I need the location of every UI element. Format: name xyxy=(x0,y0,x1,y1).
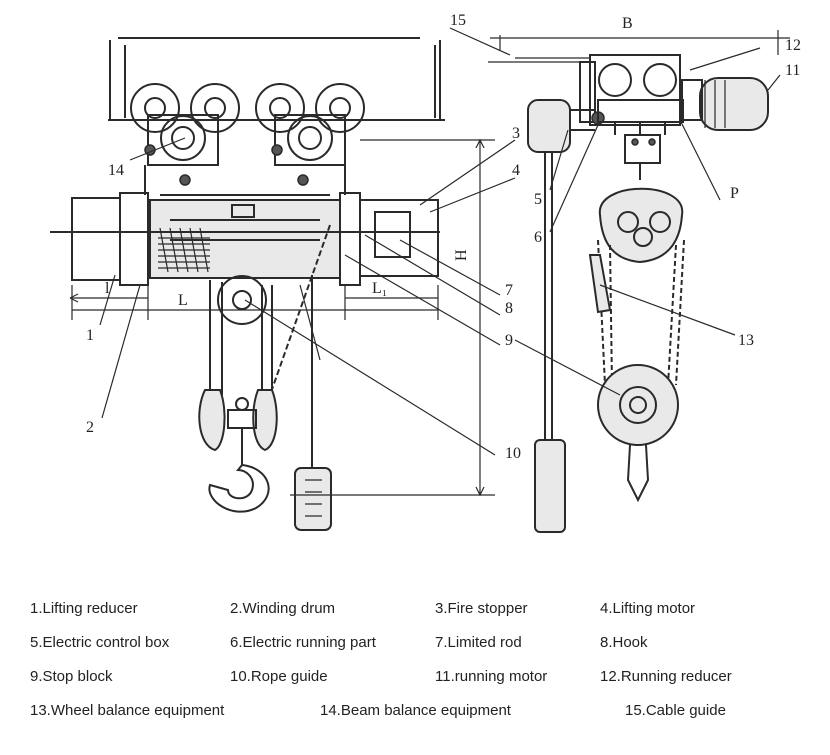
legend-item-wheel-balance-equipment: 13.Wheel balance equipment xyxy=(30,702,225,719)
callout-9: 9 xyxy=(505,332,513,349)
legend-item-lifting-motor: 4.Lifting motor xyxy=(600,600,696,617)
dim-b: B xyxy=(622,15,633,32)
legend-item-running-reducer: 12.Running reducer xyxy=(600,668,732,685)
legend-item-rope-guide: 10.Rope guide xyxy=(230,668,328,685)
legend-row: 9.Stop block 10.Rope guide 11.running mo… xyxy=(30,660,810,694)
legend-item-hook: 8.Hook xyxy=(600,634,648,651)
callout-10: 10 xyxy=(505,445,521,462)
dim-small-l: l xyxy=(105,280,110,297)
legend-item-electric-control-box: 5.Electric control box xyxy=(30,634,170,651)
legend-item-winding-drum: 2.Winding drum xyxy=(230,600,336,617)
dim-p: P xyxy=(730,185,739,202)
callout-2: 2 xyxy=(86,419,94,436)
callout-11: 11 xyxy=(785,62,800,79)
legend-item-electric-running-part: 6.Electric running part xyxy=(230,634,376,651)
dimension-labels: B H L l L₁ P xyxy=(105,15,739,309)
callout-8: 8 xyxy=(505,300,513,317)
side-view xyxy=(449,27,790,533)
parts-legend: 1.Lifting reducer 2.Winding drum 3.Fire … xyxy=(30,592,810,728)
callout-labels: 14 1 2 3 4 5 6 7 8 9 10 11 12 13 15 xyxy=(86,12,801,462)
legend-item-lifting-reducer: 1.Lifting reducer xyxy=(30,600,138,617)
legend-item-cable-guide: 15.Cable guide xyxy=(625,702,726,719)
legend-row: 5.Electric control box 6.Electric runnin… xyxy=(30,626,810,660)
callout-3: 3 xyxy=(512,125,520,142)
side-chain xyxy=(597,239,685,386)
legend-item-limited-rod: 7.Limited rod xyxy=(435,634,522,651)
front-leaders xyxy=(99,137,516,456)
legend-item-fire-stopper: 3.Fire stopper xyxy=(435,600,528,617)
hoist-body xyxy=(50,192,440,286)
sheave-and-ropes xyxy=(209,224,331,396)
legend-item-stop-block: 9.Stop block xyxy=(30,668,113,685)
dim-h: H xyxy=(453,249,470,261)
side-leaders xyxy=(514,47,781,396)
legend-row: 13.Wheel balance equipment 14.Beam balan… xyxy=(30,694,810,728)
h-dimension xyxy=(290,138,495,497)
callout-5: 5 xyxy=(534,191,542,208)
callout-6: 6 xyxy=(534,229,542,246)
callout-15: 15 xyxy=(450,12,466,29)
legend-row: 1.Lifting reducer 2.Winding drum 3.Fire … xyxy=(30,592,810,626)
legend-item-running-motor: 11.running motor xyxy=(435,668,548,685)
callout-12: 12 xyxy=(785,37,801,54)
trolley-wheels xyxy=(130,83,365,196)
hoist-technical-drawing: 14 1 2 3 4 5 6 7 8 9 10 11 12 13 15 B H … xyxy=(50,12,801,533)
dim-big-l: L xyxy=(178,292,188,309)
pendant-control xyxy=(294,275,332,531)
callout-1: 1 xyxy=(86,327,94,344)
i-beam xyxy=(108,37,445,121)
hook-block xyxy=(198,389,278,513)
callout-4: 4 xyxy=(512,162,520,179)
legend-item-beam-balance-equipment: 14.Beam balance equipment xyxy=(320,702,511,719)
callout-7: 7 xyxy=(505,282,513,299)
callout-14: 14 xyxy=(108,162,124,179)
dim-l1: L₁ xyxy=(372,280,387,297)
callout-13: 13 xyxy=(738,332,754,349)
